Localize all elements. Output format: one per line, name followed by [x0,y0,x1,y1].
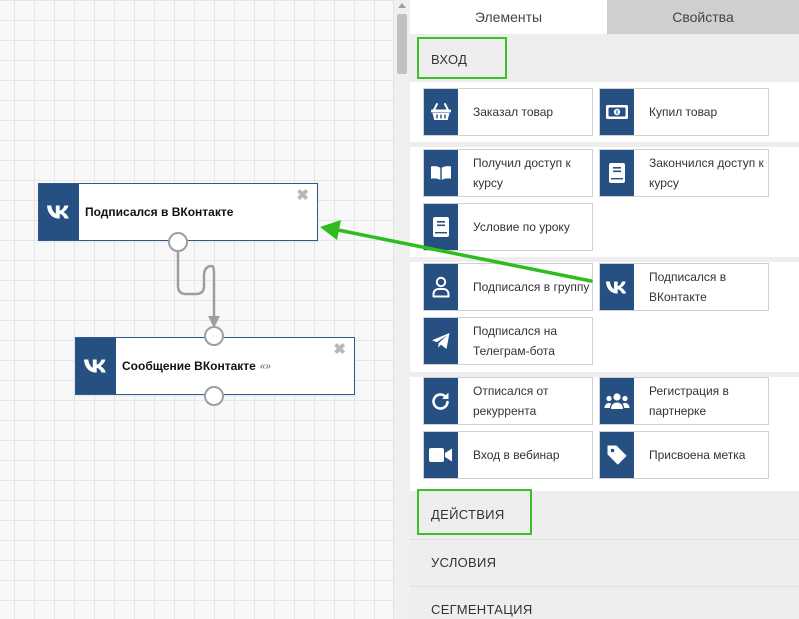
output-port[interactable] [168,232,188,252]
tag-icon [600,432,634,478]
card-group-courses: Получил доступ к курсу Закончился доступ… [410,147,799,257]
flow-node-title: Подписался в ВКонтакте [85,205,234,219]
output-port[interactable] [204,386,224,406]
card-group-orders: Заказал товар Купил товар [410,82,799,142]
card-label: Подписался на Телеграм-бота [473,324,558,358]
flow-node-vk-subscribe[interactable]: Подписался в ВКонтакте ✖ [38,183,318,241]
user-icon [424,264,458,310]
vk-icon [76,338,116,394]
flow-node-suffix: «» [259,360,271,372]
basket-icon [424,89,458,135]
vk-icon [39,184,79,240]
book-icon [600,150,634,196]
section-conditions[interactable]: УСЛОВИЯ [410,539,799,585]
card-recurring-unsubscribe[interactable]: Отписался от рекуррента [423,377,593,425]
card-label: Закончился доступ к курсу [649,156,764,190]
tab-elements[interactable]: Элементы [410,0,607,34]
elements-panel: Элементы Свойства ВХОД Заказал товар Куп… [410,0,799,619]
card-label: Заказал товар [473,105,554,119]
section-segmentation[interactable]: СЕГМЕНТАЦИЯ [410,586,799,619]
card-vk-subscribe[interactable]: Подписался в ВКонтакте [599,263,769,311]
card-course-access[interactable]: Получил доступ к курсу [423,149,593,197]
close-icon[interactable]: ✖ [333,341,346,358]
card-label: Подписался в ВКонтакте [649,270,727,304]
input-port[interactable] [204,326,224,346]
section-actions[interactable]: ДЕЙСТВИЯ [431,506,505,522]
panel-tabs: Элементы Свойства [410,0,799,34]
card-label: Купил товар [649,105,718,119]
flow-canvas[interactable]: Подписался в ВКонтакте ✖ Сообщение ВКонт… [0,0,393,619]
card-lesson-condition[interactable]: Условие по уроку [423,203,593,251]
book-open-icon [424,150,458,196]
book-icon [424,204,458,250]
scroll-up-arrow-icon[interactable] [398,3,406,8]
card-label: Отписался от рекуррента [473,384,549,418]
group-divider [410,142,799,147]
section-entry[interactable]: ВХОД [431,51,468,67]
card-bought-product[interactable]: Купил товар [599,88,769,136]
card-label: Присвоена метка [649,448,746,462]
video-icon [424,432,458,478]
flow-node-title: Сообщение ВКонтакте [122,359,256,373]
redo-icon [424,378,458,424]
flow-node-vk-message[interactable]: Сообщение ВКонтакте «» ✖ [75,337,355,395]
card-label: Получил доступ к курсу [473,156,571,190]
group-divider [410,372,799,377]
card-group-subscribe[interactable]: Подписался в группу [423,263,593,311]
card-group-misc: Отписался от рекуррента Регистрация в па… [410,377,799,491]
canvas-scrollbar[interactable] [393,0,410,619]
card-label: Регистрация в партнерке [649,384,729,418]
card-partner-registration[interactable]: Регистрация в партнерке [599,377,769,425]
telegram-icon [424,318,458,364]
card-telegram-subscribe[interactable]: Подписался на Телеграм-бота [423,317,593,365]
card-ordered-product[interactable]: Заказал товар [423,88,593,136]
card-course-expired[interactable]: Закончился доступ к курсу [599,149,769,197]
card-label: Подписался в группу [473,280,590,294]
vk-icon [600,264,634,310]
card-tag-assigned[interactable]: Присвоена метка [599,431,769,479]
card-label: Условие по уроку [473,220,570,234]
card-group-subscriptions: Подписался в группу Подписался в ВКонтак… [410,262,799,372]
group-divider [410,257,799,262]
card-webinar-entry[interactable]: Вход в вебинар [423,431,593,479]
users-icon [600,378,634,424]
scrollbar-thumb[interactable] [397,14,407,74]
tab-properties[interactable]: Свойства [607,0,799,34]
money-icon [600,89,634,135]
close-icon[interactable]: ✖ [296,187,309,204]
card-label: Вход в вебинар [473,448,560,462]
